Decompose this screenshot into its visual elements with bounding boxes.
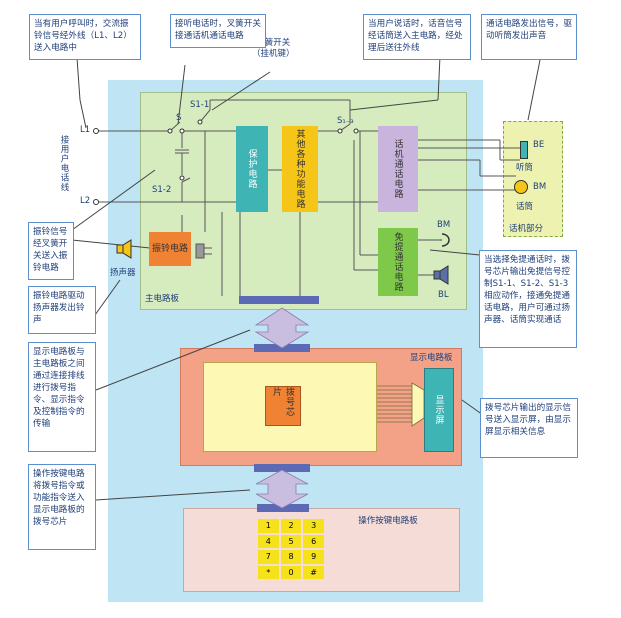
speaker-label: 扬声器	[110, 268, 136, 278]
callout-display-link: 显示电路板与主电路板之间通过连接排线进行拨号指令、显示指令及控制指令的传输	[28, 342, 96, 452]
handsfree-circuit: 免提通话电路	[378, 228, 418, 296]
keypad-board-label: 操作按键电路板	[358, 516, 418, 526]
label-L2: L2	[80, 196, 91, 206]
keypad-key-hash[interactable]: #	[303, 565, 324, 579]
label-BE: BE	[533, 140, 545, 150]
hook-switch-label: 叉簧开关 （挂机键）	[252, 38, 295, 59]
callout-speak: 当用户说话时，话音信号经话筒送入主电路，经处理后送往外线	[363, 14, 471, 60]
talk-circuit: 话机通话电路	[378, 126, 418, 212]
receiver-icon	[520, 141, 528, 159]
label-S: S	[176, 113, 182, 123]
label-BM: BM	[533, 182, 547, 192]
keypad-key-5[interactable]: 5	[280, 534, 302, 548]
keypad-key-0[interactable]: 0	[280, 565, 302, 579]
keypad-key-8[interactable]: 8	[280, 550, 302, 564]
callout-answer: 接听电话时，叉簧开关接通话机通话电路	[170, 14, 266, 48]
speaker-icon	[116, 239, 132, 259]
handset-part-panel	[503, 121, 563, 237]
keypad-key-6[interactable]: 6	[303, 534, 324, 548]
label-S1-1: S1-1	[190, 100, 210, 110]
display-board-label: 显示电路板	[410, 353, 453, 363]
callout-display-screen: 拨号芯片输出的显示信号送入显示屏，由显示屏显示相关信息	[480, 398, 578, 458]
label-S1-3: S₁₋₃	[337, 116, 354, 126]
keypad-key-3[interactable]: 3	[303, 519, 324, 533]
keypad-key-7[interactable]: 7	[258, 550, 279, 564]
user-line-label: 接用户电话线	[59, 135, 69, 192]
ring-circuit: 振铃电路	[149, 232, 191, 266]
display-screen: 显示屏	[424, 368, 454, 452]
keypad-key-1[interactable]: 1	[258, 519, 279, 533]
callout-incoming-ring: 当有用户呼叫时，交流振铃信号经外线（L1、L2）送入电路中	[29, 14, 141, 60]
keypad-key-9[interactable]: 9	[303, 550, 324, 564]
callout-ring-speaker: 振铃电路驱动扬声器发出铃声	[28, 286, 96, 334]
keypad-key-star[interactable]: *	[258, 565, 279, 579]
label-BL: BL	[438, 290, 449, 300]
label-L1: L1	[80, 125, 91, 135]
handsfree-microphone-icon	[440, 233, 450, 247]
protect-circuit: 保护电路	[236, 126, 268, 212]
dial-chip: 拨号芯片	[265, 386, 301, 426]
handsfree-speaker-icon	[433, 265, 449, 285]
keypad-key-4[interactable]: 4	[258, 534, 279, 548]
label-S1-2: S1-2	[152, 185, 172, 195]
other-function-circuit: 其他各种功能电路	[282, 126, 318, 212]
label-BM-handsfree: BM	[437, 220, 451, 230]
microphone-label: 话筒	[516, 202, 534, 212]
microphone-icon	[514, 180, 528, 194]
keypad-key-2[interactable]: 2	[280, 519, 302, 533]
keypad-grid: 1 2 3 4 5 6 7 8 9 * 0 #	[258, 519, 324, 579]
handset-part-label: 话机部分	[509, 224, 544, 234]
callout-handsfree: 当选择免提通话时，拨号芯片输出免提信号控制S1-1、S1-2、S1-3相应动作，…	[479, 250, 577, 348]
callout-ring-signal: 振铃信号经叉簧开关送入振铃电路	[28, 222, 74, 280]
receiver-label: 听筒	[516, 163, 534, 173]
main-board-label: 主电路板	[145, 294, 180, 304]
callout-receiver: 通话电路发出信号，驱动听筒发出声音	[481, 14, 577, 60]
callout-keypad: 操作按键电路将拨号指令或功能指令送入显示电路板的拨号芯片	[28, 464, 96, 550]
